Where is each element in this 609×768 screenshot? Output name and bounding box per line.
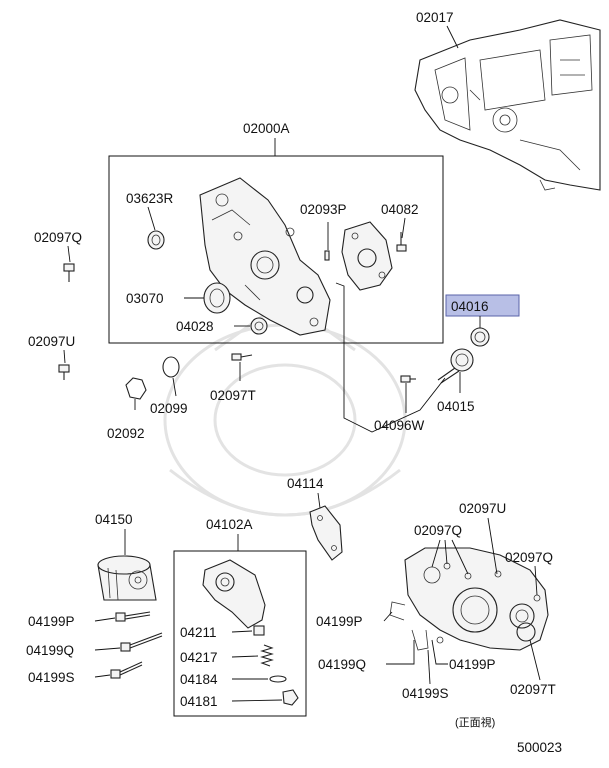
label-04181: 04181: [180, 694, 218, 709]
label-04015: 04015: [437, 399, 475, 414]
leader-02097Q: [67, 245, 71, 263]
oil-seal-03070-drawing: [203, 282, 231, 314]
group-box-02000A: [108, 155, 444, 344]
leader-04199S: [94, 674, 111, 678]
label-04016[interactable]: 04016: [451, 299, 489, 314]
label-02097U: 02097U: [28, 334, 75, 349]
oil-filter-bracket-drawing: [202, 559, 266, 629]
bolt-04199Q-drawing: [120, 632, 163, 652]
label-04199P-c: 04199P: [449, 657, 496, 672]
spring-04217-drawing: [260, 644, 274, 667]
leader-02097Q-b-2: [451, 539, 469, 575]
label-02017: 02017: [416, 10, 454, 25]
leader-04114: [317, 492, 321, 509]
pump-cover-drawing: [341, 221, 393, 291]
oil-filter-04150-drawing: [97, 555, 157, 601]
label-04211: 04211: [180, 625, 217, 640]
label-04199P: 04199P: [28, 614, 75, 629]
group-box-04102A: [173, 550, 307, 717]
label-04199S-b: 04199S: [402, 686, 449, 701]
label-04217: 04217: [180, 650, 218, 665]
label-04028: 04028: [176, 319, 214, 334]
assembled-front-view-drawing: [389, 547, 549, 651]
gear-shaft-04015-drawing: [437, 348, 474, 384]
label-02097Q-b: 02097Q: [414, 523, 462, 538]
label-02099: 02099: [150, 401, 188, 416]
plug-04181-drawing: [282, 689, 299, 706]
gasket-02092-drawing: [125, 377, 147, 400]
bracket-04114-drawing: [309, 505, 343, 561]
leader-02099: [172, 377, 177, 397]
label-04199Q: 04199Q: [26, 643, 74, 658]
leader-04217: [231, 655, 259, 658]
label-02000A: 02000A: [243, 121, 290, 136]
bolt-02097U-drawing: [58, 364, 70, 380]
label-04199S: 04199S: [28, 670, 75, 685]
leader-02097U-b: [487, 517, 498, 575]
bolt-04199S-drawing: [110, 661, 143, 679]
diagram-number: 500023: [517, 740, 562, 755]
label-03623R: 03623R: [126, 191, 174, 206]
leader-04199P-b: [383, 611, 393, 622]
leader-02097T-b: [529, 639, 541, 681]
label-02092: 02092: [107, 426, 145, 441]
leader-04199Q: [94, 647, 121, 651]
label-04096W: 04096W: [374, 418, 425, 433]
label-04082: 04082: [381, 202, 419, 217]
leader-04199P: [94, 617, 116, 622]
label-03070: 03070: [126, 291, 164, 306]
bolt-04096W-drawing: [400, 375, 416, 383]
leader-04211: [231, 630, 253, 633]
engine-block-drawing: [414, 19, 601, 191]
label-02097T: 02097T: [210, 388, 256, 403]
label-04184: 04184: [180, 672, 218, 687]
assembly-guide-line: [335, 282, 446, 433]
oil-seal-03623R-drawing: [147, 230, 165, 250]
plunger-04211-drawing: [253, 625, 265, 636]
bolt-02097Q-drawing: [63, 263, 75, 282]
leader-02097Q-b-3: [431, 539, 441, 568]
label-02097Q-c: 02097Q: [505, 550, 553, 565]
highlight-04016[interactable]: [445, 294, 520, 317]
label-02097U-b: 02097U: [459, 501, 506, 516]
pin-02093P-drawing: [324, 250, 330, 261]
o-ring-04028-drawing: [250, 317, 268, 335]
leader-02097Q-c: [534, 565, 538, 596]
label-02097T-b: 02097T: [510, 682, 556, 697]
gasket-04184-drawing: [269, 675, 287, 683]
front-case-drawing: [199, 177, 331, 336]
bolt-02097T-drawing: [231, 353, 253, 361]
leader-02017: [446, 25, 459, 49]
leader-03623R: [147, 206, 156, 231]
label-02097Q: 02097Q: [34, 230, 82, 245]
bolt-04082-drawing: [396, 232, 407, 252]
bolt-04199P-drawing: [115, 611, 151, 622]
label-04199P-b: 04199P: [316, 614, 363, 629]
leader-04082: [401, 217, 406, 239]
leader-04199Q-b: [386, 640, 415, 665]
label-04150: 04150: [95, 512, 133, 527]
leader-04181: [231, 699, 283, 702]
leader-02097Q-b-1: [444, 539, 448, 565]
label-04114: 04114: [287, 476, 324, 491]
label-04102A: 04102A: [206, 517, 253, 532]
leader-04199P-c: [431, 639, 448, 665]
view-note: (正面視): [455, 715, 495, 729]
leader-04199S-b: [427, 649, 431, 685]
o-ring-02099-drawing: [162, 356, 180, 378]
label-04199Q-b: 04199Q: [318, 657, 366, 672]
label-02093P: 02093P: [300, 202, 347, 217]
gear-04016-drawing: [470, 327, 490, 347]
leader-02097U: [63, 349, 66, 364]
